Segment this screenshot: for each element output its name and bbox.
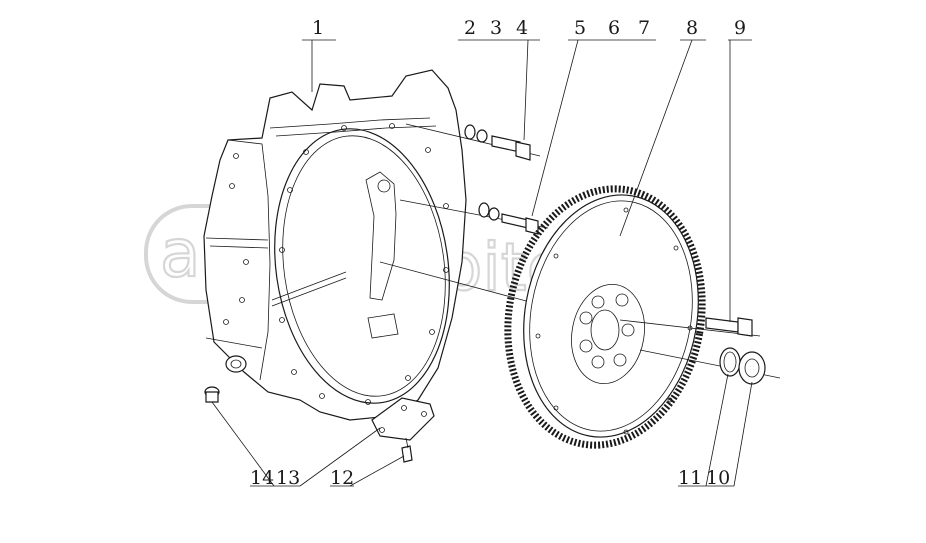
callout-2: 2 <box>464 17 476 39</box>
callout-4: 4 <box>516 17 528 39</box>
callout-1: 1 <box>312 17 324 39</box>
callout-12: 12 <box>330 467 354 489</box>
callout-8: 8 <box>686 17 698 39</box>
callout-7: 7 <box>638 17 650 39</box>
callout-10: 10 <box>706 467 730 489</box>
callout-9: 9 <box>734 17 746 39</box>
fasteners-upper <box>405 123 541 161</box>
leader-lines <box>211 39 753 487</box>
flywheel-housing <box>203 69 467 421</box>
flywheel <box>379 185 706 449</box>
callout-11: 11 <box>678 467 702 489</box>
callout-6: 6 <box>608 17 620 39</box>
callout-14: 14 <box>250 467 274 489</box>
bolt-12 <box>401 437 413 463</box>
plug-14 <box>204 386 220 403</box>
bearing-and-ring <box>639 347 781 385</box>
fasteners-middle <box>399 199 549 235</box>
callout-3: 3 <box>490 17 502 39</box>
callout-13: 13 <box>276 467 300 489</box>
cover-plate-13 <box>371 397 435 441</box>
callout-5: 5 <box>574 17 586 39</box>
callout-labels: 1 2 3 4 5 6 7 8 9 10 11 12 13 14 <box>250 17 746 489</box>
